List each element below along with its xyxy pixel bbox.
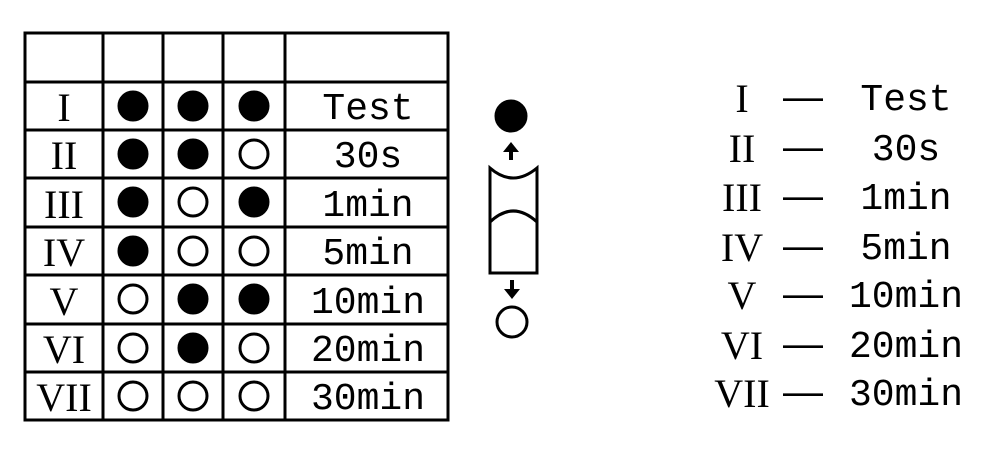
legend-dash: —	[783, 125, 823, 169]
bracket-inner-arc	[488, 209, 539, 224]
bracket-shape	[488, 164, 539, 275]
legend-label: 30min	[849, 374, 963, 417]
row-label: Test	[322, 88, 413, 131]
row-numeral: V	[50, 279, 79, 324]
legend: I II III IV V VI VII — — — — — — — Test …	[714, 75, 963, 417]
filled-dot	[117, 235, 149, 267]
dot-key-symbol	[488, 99, 539, 339]
filled-dot	[238, 186, 270, 218]
legend-dash: —	[783, 370, 823, 414]
row-numeral: I	[57, 85, 70, 130]
legend-numeral: IV	[721, 225, 763, 270]
legend-label: 10min	[849, 276, 963, 319]
open-dot	[117, 332, 149, 364]
open-dot	[238, 138, 270, 170]
row-numerals: I II III IV V VI VII	[36, 85, 92, 420]
row-label: 20min	[311, 330, 425, 373]
legend-label: 30s	[872, 129, 940, 172]
legend-dash: —	[783, 75, 823, 119]
legend-label: 1min	[860, 178, 951, 221]
row-labels: Test 30s 1min 5min 10min 20min 30min	[311, 88, 425, 421]
legend-dash: —	[783, 272, 823, 316]
legend-dash: —	[783, 322, 823, 366]
legend-dash: —	[783, 174, 823, 218]
up-arrow-icon	[503, 142, 519, 160]
open-dot	[177, 186, 209, 218]
row-label: 30s	[334, 136, 402, 179]
row-label: 30min	[311, 378, 425, 421]
legend-numeral: VI	[721, 323, 763, 368]
row-label: 5min	[322, 233, 413, 276]
row-label: 10min	[311, 282, 425, 325]
legend-numeral: III	[722, 175, 762, 220]
legend-label: Test	[860, 79, 951, 122]
down-arrow-icon	[504, 280, 520, 299]
row-numeral: IV	[43, 230, 85, 275]
legend-numeral: V	[728, 273, 757, 318]
filled-dot	[177, 332, 209, 364]
filled-dot	[238, 90, 270, 122]
open-dot-icon	[495, 305, 529, 339]
filled-dot-icon	[494, 99, 528, 133]
open-dot	[238, 380, 270, 412]
legend-dash: —	[783, 224, 823, 268]
row-label: 1min	[322, 185, 413, 228]
legend-numeral: VII	[714, 371, 770, 416]
open-dot	[117, 283, 149, 315]
open-dot	[177, 235, 209, 267]
legend-label: 20min	[849, 326, 963, 369]
row-numeral: II	[51, 133, 78, 178]
legend-numeral: I	[735, 76, 748, 121]
filled-dot	[177, 138, 209, 170]
filled-dot	[117, 186, 149, 218]
dot-cells	[117, 90, 270, 412]
state-table	[23, 31, 450, 422]
filled-dot	[117, 90, 149, 122]
open-dot	[238, 332, 270, 364]
legend-numeral: II	[729, 126, 756, 171]
row-numeral: VII	[36, 375, 92, 420]
open-dot	[238, 235, 270, 267]
legend-label: 5min	[860, 228, 951, 271]
legend-numerals: I II III IV V VI VII	[714, 76, 770, 416]
row-numeral: VI	[43, 327, 85, 372]
filled-dot	[177, 283, 209, 315]
filled-dot	[177, 90, 209, 122]
legend-separators: — — — — — — —	[783, 75, 823, 414]
filled-dot	[117, 138, 149, 170]
open-dot	[117, 380, 149, 412]
legend-labels: Test 30s 1min 5min 10min 20min 30min	[849, 79, 963, 417]
open-dot	[177, 380, 209, 412]
filled-dot	[238, 283, 270, 315]
row-numeral: III	[44, 182, 84, 227]
